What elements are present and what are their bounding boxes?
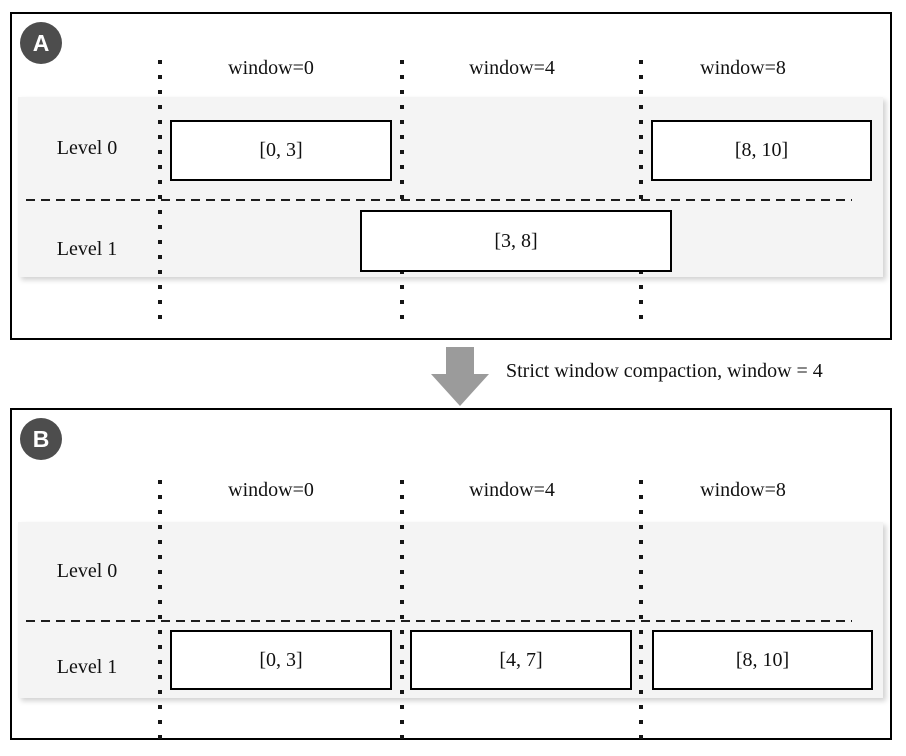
panel-b-interval-box-0-3: [0, 3] (170, 630, 392, 690)
panel-a-level-0-label: Level 0 (56, 137, 118, 159)
panel-b-window-boundary-dotted-line-2 (400, 480, 404, 748)
panel-b-column-header-window-4: window=4 (469, 479, 555, 501)
panel-b-level-1-label: Level 1 (56, 656, 118, 678)
panel-a-level-divider-dashed-line (26, 199, 852, 201)
panel-b-column-header-window-8: window=8 (700, 479, 786, 501)
panel-a (10, 12, 892, 340)
panel-b-window-boundary-dotted-line-1 (158, 480, 162, 748)
panel-a-column-header-window-8: window=8 (700, 57, 786, 79)
panel-a-level-1-label: Level 1 (56, 238, 118, 260)
panel-b (10, 408, 892, 740)
panel-a-window-boundary-dotted-line-3 (639, 60, 643, 328)
panel-b-level-0-label: Level 0 (56, 560, 118, 582)
panel-a-column-header-window-4: window=4 (469, 57, 555, 79)
panel-a-interval-box-3-8: [3, 8] (360, 210, 672, 272)
compaction-label: Strict window compaction, window = 4 (506, 360, 823, 382)
panel-a-column-header-window-0: window=0 (228, 57, 314, 79)
panel-a-interval-box-0-3: [0, 3] (170, 120, 392, 181)
panel-b-interval-box-8-10: [8, 10] (652, 630, 873, 690)
panel-a-window-boundary-dotted-line-1 (158, 60, 162, 328)
panel-a-interval-box-8-10: [8, 10] (651, 120, 872, 181)
panel-b-column-header-window-0: window=0 (228, 479, 314, 501)
panel-b-level-divider-dashed-line (26, 620, 852, 622)
compaction-arrow-icon (430, 347, 490, 407)
panel-b-window-boundary-dotted-line-3 (639, 480, 643, 748)
panel-b-interval-box-4-7: [4, 7] (410, 630, 632, 690)
panel-a-badge: A (20, 22, 62, 64)
panel-b-badge: B (20, 418, 62, 460)
panel-a-window-boundary-dotted-line-2 (400, 60, 404, 328)
